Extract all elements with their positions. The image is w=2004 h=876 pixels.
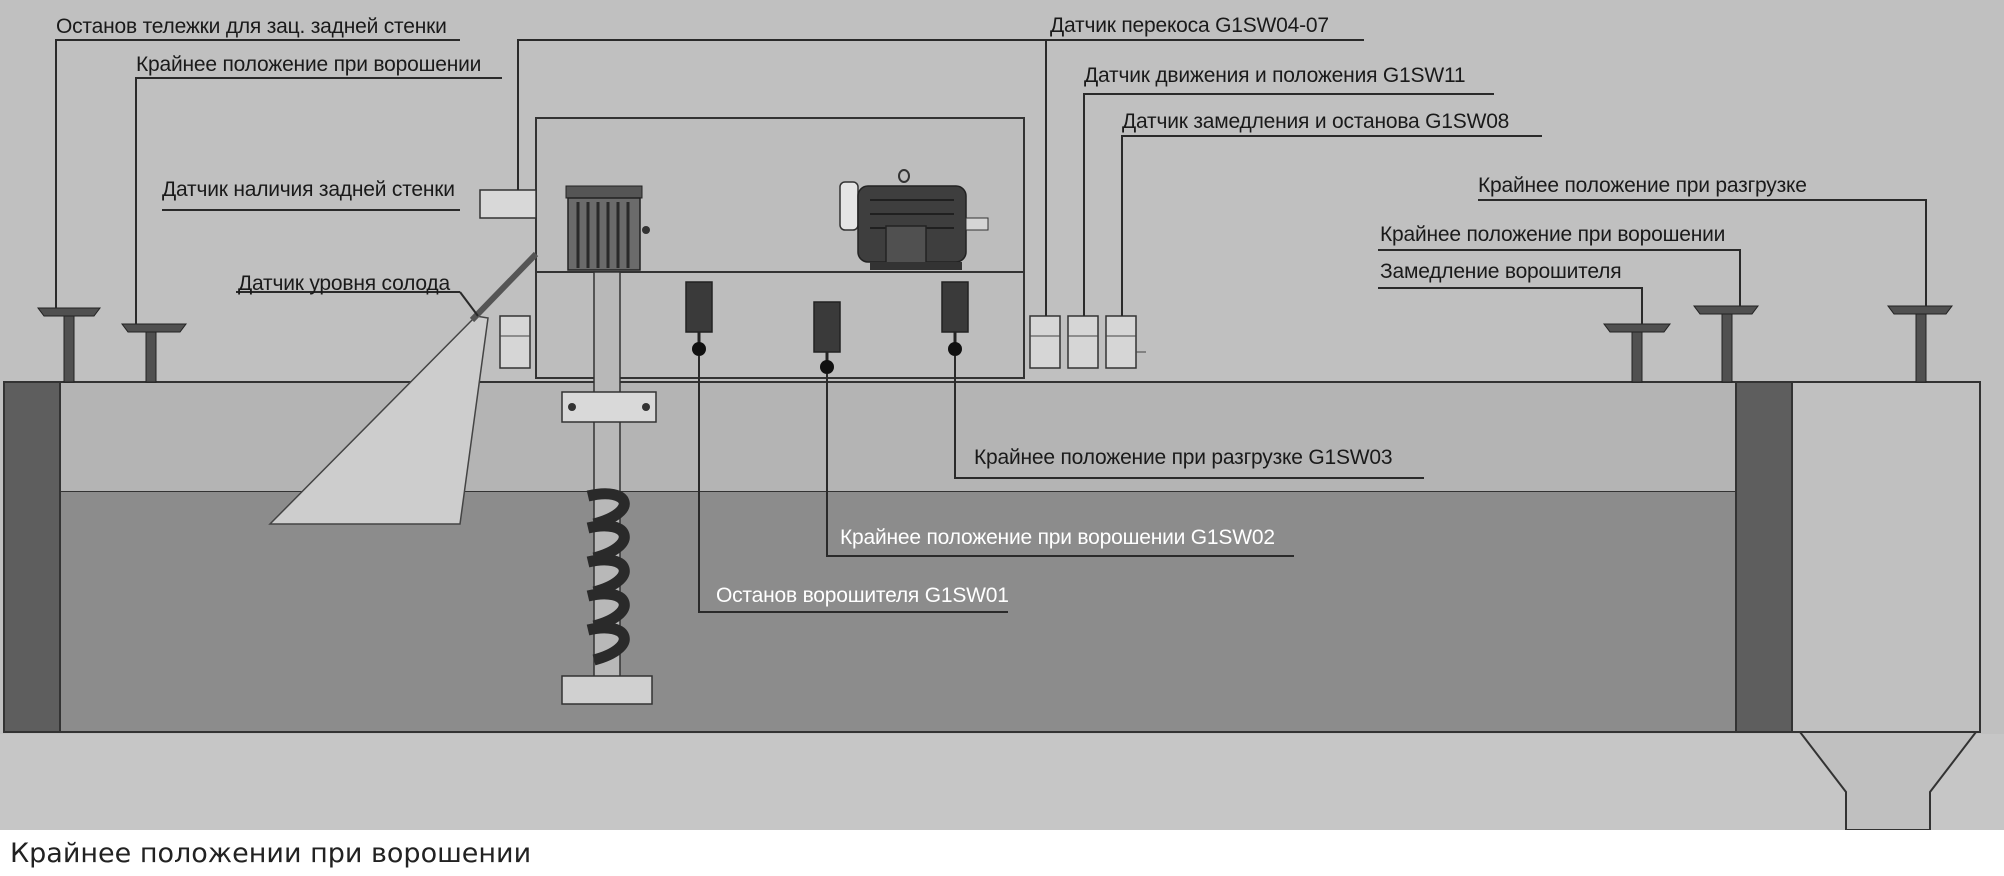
floor <box>0 734 2004 830</box>
stop-marker-right-1 <box>1603 323 1671 383</box>
auger-flight <box>586 488 630 666</box>
label-stirrer-stop-sw01: Останов ворошителя G1SW01 <box>716 584 1009 607</box>
limit-switch-sw02 <box>813 301 841 374</box>
sensor-box-sw08 <box>1105 315 1137 369</box>
shaft-flange <box>561 391 657 423</box>
stop-marker-left-1 <box>37 307 101 383</box>
left-wall <box>3 381 61 733</box>
stirrer-blade <box>561 675 653 705</box>
stirrer-motor-cap <box>565 185 643 199</box>
sensor-box-sw04 <box>1029 315 1061 369</box>
level-sensor-cone <box>268 315 489 525</box>
limit-switch-sw01 <box>685 281 713 356</box>
sensor-box-sw11 <box>1067 315 1099 369</box>
label-extreme-stir-left: Крайнее положение при ворошении <box>136 53 482 76</box>
drive-motor-shaft <box>965 217 989 231</box>
figure-caption: Крайнее положении при ворошении <box>10 838 532 869</box>
sensor-box-left <box>499 315 531 369</box>
stop-marker-right-3 <box>1887 305 1953 383</box>
label-rear-wall-sensor: Датчик наличия задней стенки <box>162 178 455 201</box>
germination-box-diagram <box>0 39 2004 830</box>
diagram-scene: Останов тележки для зац. задней стенки К… <box>0 0 2004 830</box>
right-end-section <box>1791 381 1981 733</box>
stirrer-shaft <box>593 271 621 703</box>
label-malt-level-sensor: Датчик уровня солода <box>238 272 450 295</box>
label-extreme-unload-sw03: Крайнее положение при разгрузке G1SW03 <box>974 446 1393 469</box>
limit-switch-sw03 <box>941 281 969 356</box>
stop-marker-left-2 <box>121 323 187 383</box>
label-stirrer-slowdown: Замедление ворошителя <box>1380 260 1622 283</box>
bed-upper <box>3 381 1981 493</box>
discharge-hopper <box>1797 731 1979 830</box>
drive-motor-endcap <box>839 181 859 231</box>
right-wall <box>1735 381 1793 733</box>
level-sensor-arm <box>469 251 539 323</box>
label-slowdown-stop-sensor: Датчик замедления и останова G1SW08 <box>1122 110 1510 133</box>
label-extreme-stir-sw02: Крайнее положение при ворошении G1SW02 <box>840 526 1275 549</box>
stop-marker-right-2 <box>1693 305 1759 383</box>
label-extreme-unload-right: Крайнее положение при разгрузке <box>1478 174 1807 197</box>
leader-lines <box>55 39 1927 613</box>
label-motion-position-sensor: Датчик движения и положения G1SW11 <box>1084 64 1466 87</box>
label-stop-cart: Останов тележки для зац. задней стенки <box>56 15 447 38</box>
rear-wall-sensor-box <box>479 189 537 219</box>
label-extreme-stir-right: Крайнее положение при ворошении <box>1380 223 1726 246</box>
label-skew-sensor: Датчик перекоса G1SW04-07 <box>1050 14 1329 37</box>
